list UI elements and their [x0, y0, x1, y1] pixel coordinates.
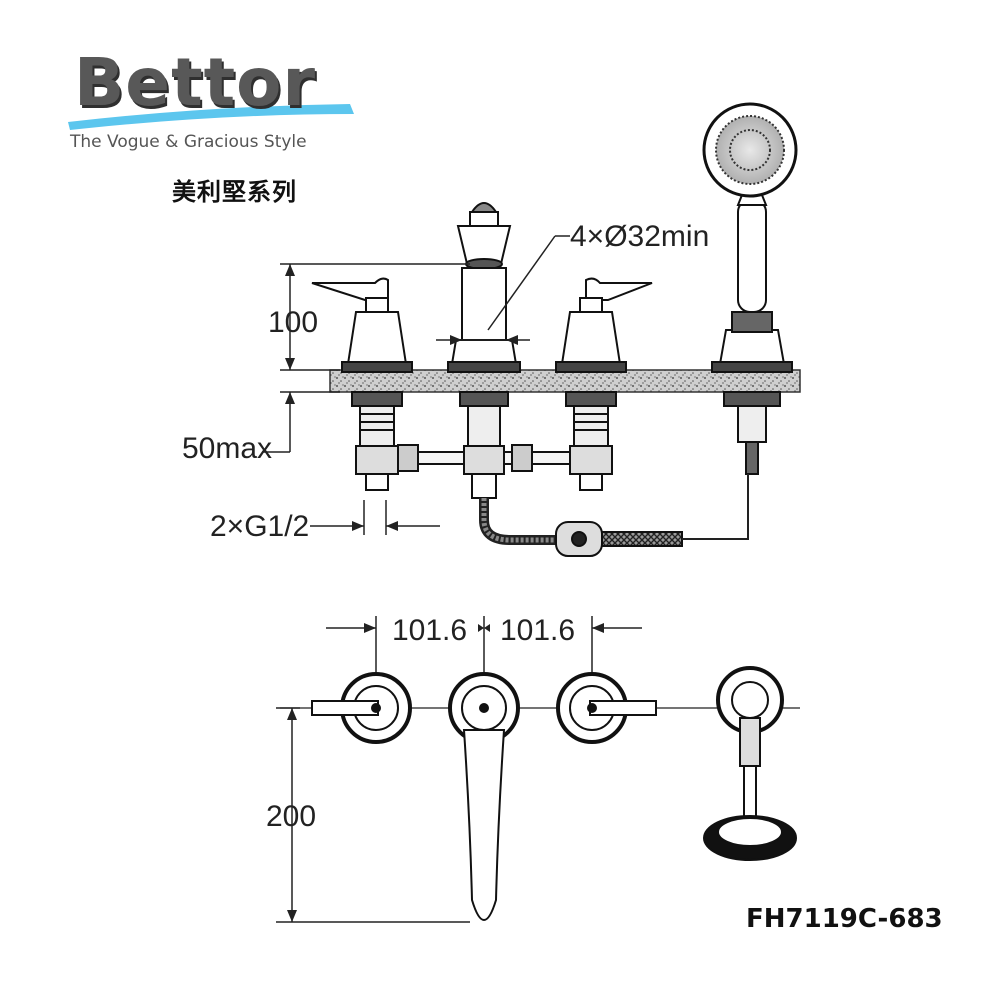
dim-spout-reach: 200: [266, 800, 316, 833]
plan-spout: [448, 672, 520, 921]
model-number: FH7119C-683: [746, 904, 943, 934]
dim-spacing-left: 101.6: [392, 614, 467, 647]
brand-name: Bettor: [74, 44, 317, 121]
dim-inlet-thread: 2×G1/2: [210, 510, 309, 543]
deck-section: [329, 369, 801, 393]
dim-spout-height: 100: [268, 306, 318, 339]
plan-view: [280, 666, 800, 921]
plan-hand-shower: [703, 666, 797, 861]
logo-swoosh: [68, 104, 354, 130]
front-elevation: [311, 102, 801, 557]
hand-shower: [702, 102, 798, 333]
shower-hose-line: [682, 474, 749, 540]
plan-left-handle: [311, 672, 412, 744]
plan-dimension-lines: [276, 616, 642, 923]
plan-dimension-arrows: [287, 623, 604, 922]
front-dimension-arrows: [285, 264, 518, 531]
braided-hose: [479, 498, 560, 545]
dim-deck-thickness: 50max: [182, 432, 272, 465]
dim-spacing-right: 101.6: [500, 614, 575, 647]
brand-logo: Bettor The Vogue & Gracious Style: [68, 44, 358, 160]
left-handle-valve: [311, 277, 413, 491]
diverter-connector: [555, 521, 683, 557]
connecting-pipes: [397, 444, 571, 472]
plan-right-handle: [556, 672, 657, 744]
brand-tagline: The Vogue & Gracious Style: [70, 132, 307, 152]
hand-shower-holder: [711, 329, 793, 475]
series-title: 美利堅系列: [172, 178, 297, 206]
dim-hole-spec: 4×Ø32min: [570, 220, 709, 253]
right-handle-valve: [555, 277, 653, 491]
